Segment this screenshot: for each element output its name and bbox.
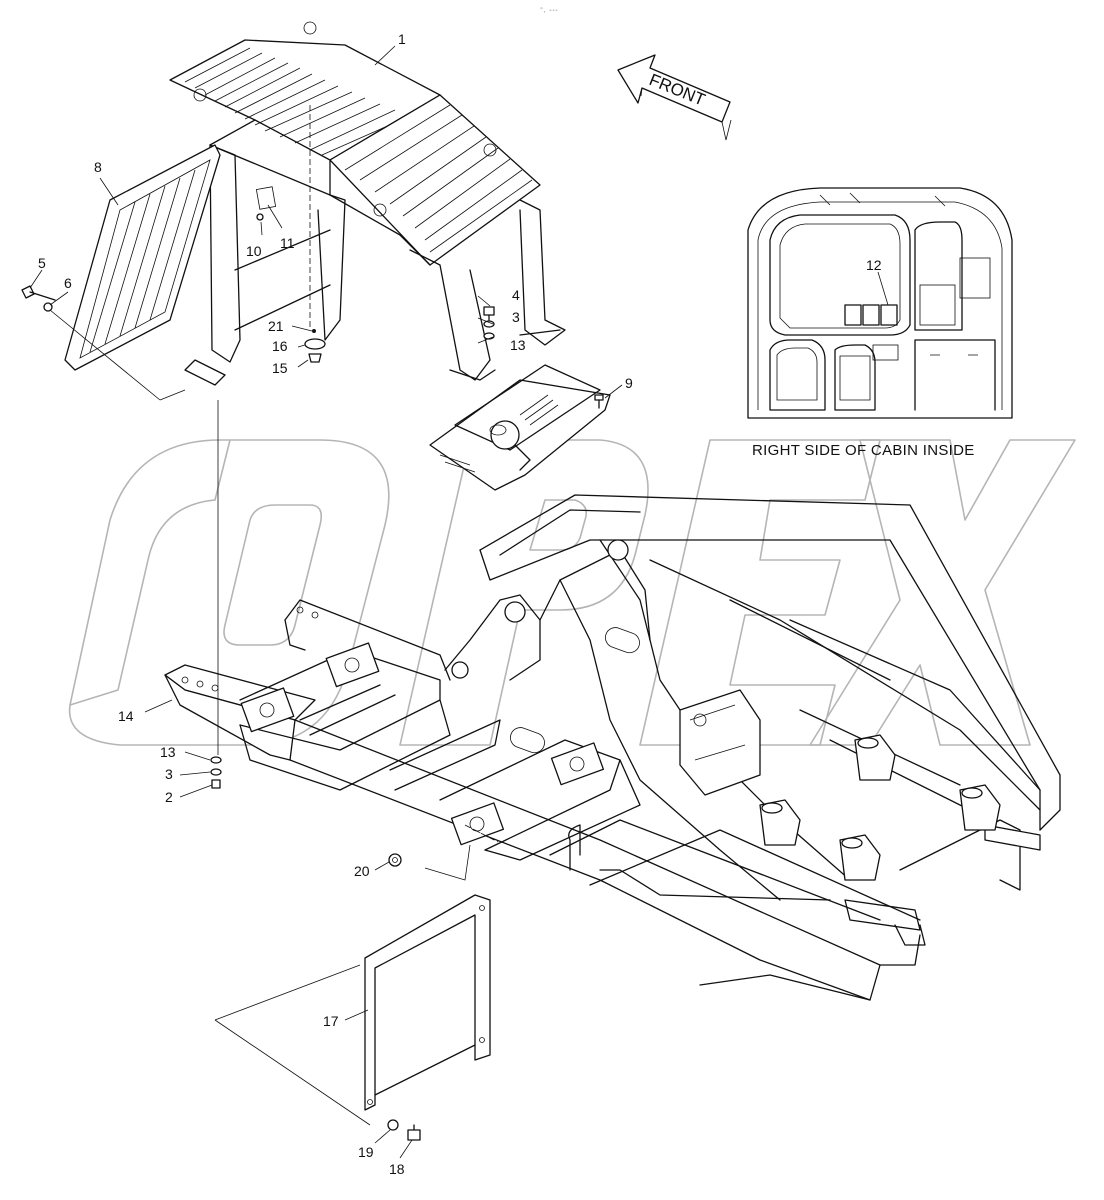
callout-8: 8 bbox=[94, 159, 102, 175]
callout-21: 21 bbox=[268, 318, 284, 334]
callout-13-lower: 13 bbox=[160, 744, 176, 760]
callout-15: 15 bbox=[272, 360, 288, 376]
front-direction-arrow: FRONT bbox=[617, 54, 732, 141]
callout-12: 12 bbox=[866, 257, 882, 273]
main-frame bbox=[164, 105, 1061, 1001]
callout-14: 14 bbox=[118, 708, 134, 724]
callout-2: 2 bbox=[165, 789, 173, 805]
leader-lines bbox=[29, 45, 889, 1159]
callout-13-upper: 13 bbox=[510, 337, 526, 353]
callout-1: 1 bbox=[398, 31, 406, 47]
callout-3-upper: 3 bbox=[512, 309, 520, 325]
watermark: O P E X bbox=[68, 439, 1076, 746]
header-code: ᵐ˳ ₒₒₒ bbox=[540, 7, 558, 13]
callout-11: 11 bbox=[280, 235, 295, 251]
callout-labels: 1 8 5 6 10 11 21 16 15 4 3 13 9 12 14 13… bbox=[38, 31, 882, 1177]
callout-20: 20 bbox=[354, 863, 370, 879]
top-guard-grille bbox=[169, 21, 566, 386]
cover-plate bbox=[429, 364, 611, 491]
callout-17: 17 bbox=[323, 1013, 339, 1029]
support-bracket bbox=[214, 894, 491, 1126]
front-arrow-label: FRONT bbox=[647, 70, 708, 110]
side-guard-panel bbox=[64, 144, 221, 371]
callout-5: 5 bbox=[38, 255, 46, 271]
callout-19: 19 bbox=[358, 1144, 374, 1160]
callout-4: 4 bbox=[512, 287, 520, 303]
callout-10: 10 bbox=[246, 243, 262, 259]
inset-caption: RIGHT SIDE OF CABIN INSIDE bbox=[752, 442, 975, 459]
callout-9: 9 bbox=[625, 375, 633, 391]
callout-16: 16 bbox=[272, 338, 288, 354]
cabin-inset: RIGHT SIDE OF CABIN INSIDE bbox=[747, 187, 1013, 459]
callout-18: 18 bbox=[389, 1161, 405, 1177]
callout-6: 6 bbox=[64, 275, 72, 291]
callout-3-lower: 3 bbox=[165, 766, 173, 782]
hardware bbox=[21, 213, 604, 1141]
